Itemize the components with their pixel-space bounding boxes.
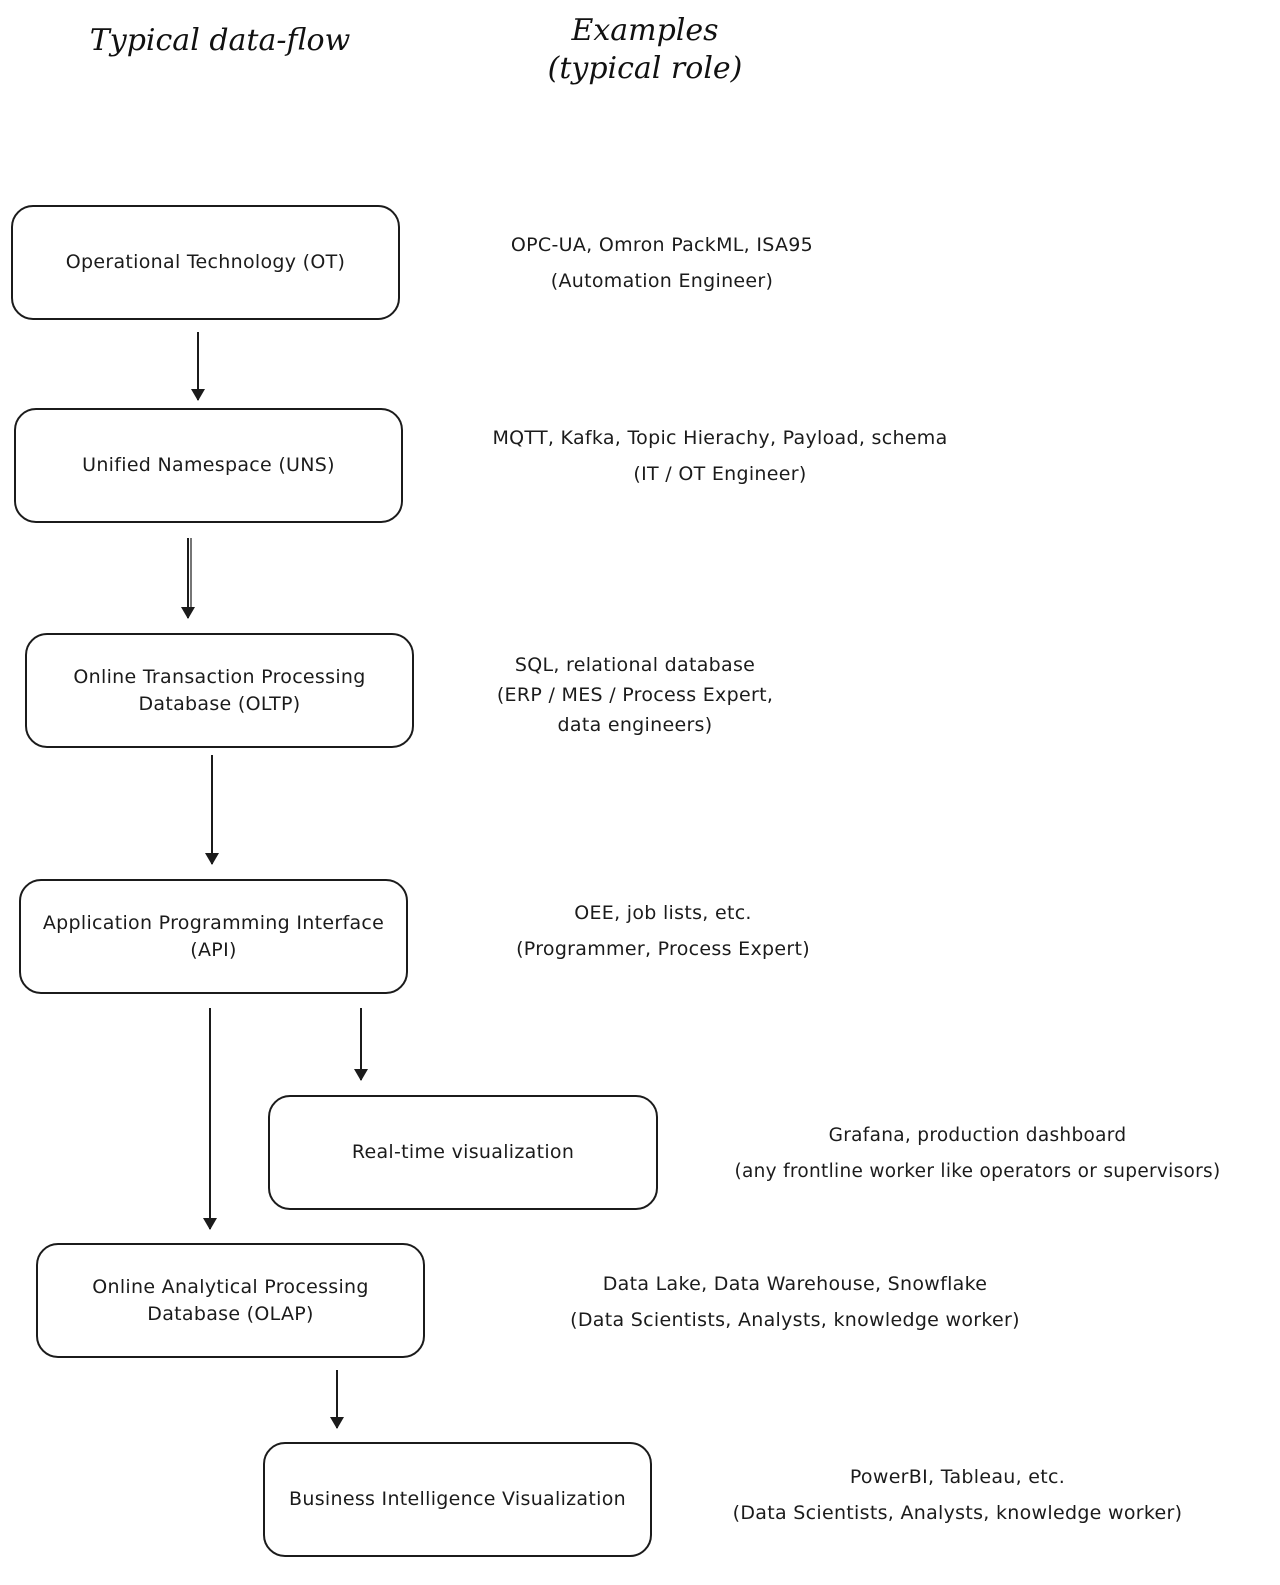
example-bi: PowerBI, Tableau, etc. (Data Scientists,…: [690, 1459, 1225, 1531]
example-role: (Data Scientists, Analysts, knowledge wo…: [732, 1502, 1183, 1524]
example-tools: SQL, relational database: [514, 654, 756, 676]
node-label: Operational Technology (OT): [65, 251, 346, 273]
arrow-uns-to-oltp: [181, 538, 195, 619]
examples-heading: Examples (typical role): [500, 12, 790, 88]
example-tools: OEE, job lists, etc.: [574, 902, 752, 924]
node-oltp-database: Online Transaction Processing Database (…: [25, 633, 414, 748]
node-label-line-1: Online Analytical Processing: [92, 1275, 369, 1298]
example-role: (IT / OT Engineer): [633, 463, 807, 485]
example-ot: OPC-UA, Omron PackML, ISA95 (Automation …: [432, 227, 892, 299]
example-role: (Automation Engineer): [550, 270, 774, 292]
node-label: Real-time visualization: [351, 1141, 575, 1163]
example-tools: OPC-UA, Omron PackML, ISA95: [510, 234, 814, 256]
example-role: (Programmer, Process Expert): [516, 938, 810, 960]
node-label-line-2: Database (OLTP): [138, 692, 301, 715]
example-uns: MQTT, Kafka, Topic Hierachy, Payload, sc…: [420, 420, 1020, 492]
example-oltp: SQL, relational database (ERP / MES / Pr…: [420, 650, 850, 740]
example-tools: Data Lake, Data Warehouse, Snowflake: [602, 1273, 988, 1295]
example-api: OEE, job lists, etc. (Programmer, Proces…: [463, 895, 863, 967]
example-olap: Data Lake, Data Warehouse, Snowflake (Da…: [520, 1266, 1070, 1338]
example-realtime: Grafana, production dashboard (any front…: [680, 1118, 1275, 1190]
typical-data-flow-heading: Typical data-flow: [60, 22, 380, 60]
example-role-line-2: data engineers): [557, 714, 713, 736]
node-business-intelligence-visualization: Business Intelligence Visualization: [263, 1442, 652, 1557]
node-label-line-2: Database (OLAP): [147, 1302, 314, 1325]
examples-heading-line-1: Examples: [571, 13, 719, 48]
node-api: Application Programming Interface (API): [19, 879, 408, 994]
examples-heading-line-2: (typical role): [547, 51, 743, 86]
node-label-line-1: Application Programming Interface: [42, 911, 385, 934]
node-operational-technology: Operational Technology (OT): [11, 205, 400, 320]
example-role: (any frontline worker like operators or …: [734, 1161, 1221, 1182]
node-label-line-2: (API): [190, 938, 237, 961]
node-real-time-visualization: Real-time visualization: [268, 1095, 658, 1210]
flow-heading-text: Typical data-flow: [89, 23, 351, 58]
node-label-line-1: Online Transaction Processing: [73, 665, 366, 688]
example-tools: Grafana, production dashboard: [828, 1125, 1127, 1146]
example-role: (Data Scientists, Analysts, knowledge wo…: [570, 1309, 1020, 1331]
example-role-line-1: (ERP / MES / Process Expert,: [496, 684, 774, 706]
example-tools: PowerBI, Tableau, etc.: [849, 1466, 1066, 1488]
example-tools: MQTT, Kafka, Topic Hierachy, Payload, sc…: [492, 427, 948, 449]
node-label: Unified Namespace (UNS): [82, 454, 335, 476]
node-label: Business Intelligence Visualization: [289, 1488, 626, 1510]
node-olap-database: Online Analytical Processing Database (O…: [36, 1243, 425, 1358]
node-unified-namespace: Unified Namespace (UNS): [14, 408, 403, 523]
